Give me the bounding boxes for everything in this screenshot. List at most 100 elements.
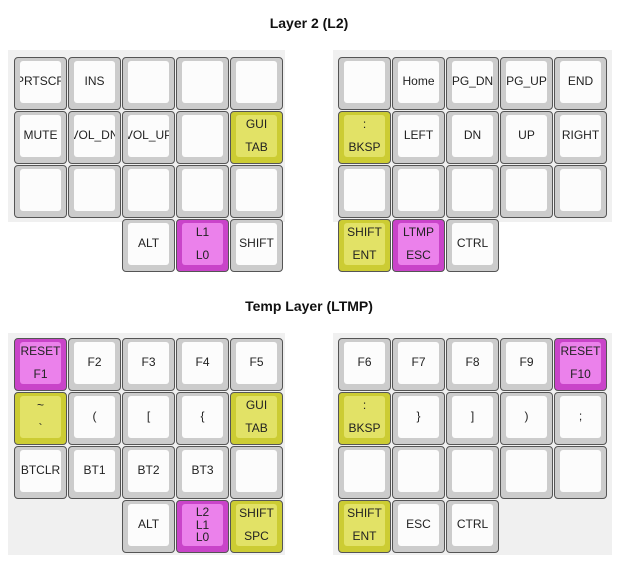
key-legend: SHIFT ENT bbox=[344, 504, 385, 546]
key-right-r2-c3: ] bbox=[446, 392, 499, 445]
key-right-r3-c1 bbox=[338, 165, 391, 218]
key-label: F5 bbox=[249, 355, 264, 370]
key-left-r1-c5 bbox=[230, 57, 283, 110]
key-label: PG_DN bbox=[452, 74, 493, 89]
key-right-r4-c2: ESC bbox=[392, 500, 445, 553]
key-label: CTRL bbox=[456, 236, 489, 251]
key-label: F9 bbox=[519, 355, 534, 370]
key-right-r3-c3 bbox=[446, 446, 499, 499]
key-right-r4-c1: SHIFT ENT bbox=[338, 500, 391, 553]
key-left-r3-c3 bbox=[122, 165, 175, 218]
key-left-r2-c4 bbox=[176, 111, 229, 164]
key-legend: F3 bbox=[128, 342, 169, 384]
key-right-r2-c5: ; bbox=[554, 392, 607, 445]
key-legend: :BKSP bbox=[344, 396, 385, 438]
key-label: ENT bbox=[352, 529, 377, 544]
key-legend bbox=[128, 169, 169, 211]
key-label: F3 bbox=[141, 355, 156, 370]
key-label: SHIFT bbox=[347, 506, 382, 520]
key-legend: Home bbox=[398, 61, 439, 103]
key-legend: BT1 bbox=[74, 450, 115, 492]
key-label: SHIFT bbox=[239, 236, 274, 251]
key-legend bbox=[236, 61, 277, 103]
key-label: INS bbox=[84, 74, 105, 89]
key-legend: } bbox=[398, 396, 439, 438]
key-left-r2-c3: VOL_UP bbox=[122, 111, 175, 164]
key-label: LEFT bbox=[403, 128, 434, 143]
key-legend bbox=[344, 61, 385, 103]
key-legend bbox=[74, 169, 115, 211]
key-label: DN bbox=[463, 128, 482, 143]
key-left-r3-c3: BT2 bbox=[122, 446, 175, 499]
key-label: F4 bbox=[195, 355, 210, 370]
key-label: F6 bbox=[357, 355, 372, 370]
key-legend: ~` bbox=[20, 396, 61, 438]
key-label: L0 bbox=[195, 248, 210, 263]
key-left-r3-c4: BT3 bbox=[176, 446, 229, 499]
key-legend bbox=[560, 450, 601, 492]
key-legend bbox=[452, 450, 493, 492]
key-left-r3-c1 bbox=[14, 165, 67, 218]
key-left-r3-c2: BT1 bbox=[68, 446, 121, 499]
key-right-r1-c1 bbox=[338, 57, 391, 110]
key-legend: ] bbox=[452, 396, 493, 438]
key-legend bbox=[398, 450, 439, 492]
key-legend: :BKSP bbox=[344, 115, 385, 157]
key-label: GUI bbox=[245, 117, 268, 131]
key-right-r1-c4: F9 bbox=[500, 338, 553, 391]
key-left-r1-c1: PRTSCR bbox=[14, 57, 67, 110]
key-legend: F9 bbox=[506, 342, 547, 384]
key-label: TAB bbox=[245, 140, 268, 155]
key-legend: [ bbox=[128, 396, 169, 438]
key-legend bbox=[20, 169, 61, 211]
key-left-r1-c3: F3 bbox=[122, 338, 175, 391]
key-legend: F4 bbox=[182, 342, 223, 384]
key-label: SHIFT bbox=[347, 225, 382, 239]
key-right-r2-c3: DN bbox=[446, 111, 499, 164]
key-label: ENT bbox=[352, 248, 377, 263]
key-legend: ALT bbox=[128, 223, 169, 265]
key-legend bbox=[344, 169, 385, 211]
key-left-r4-c3: ALT bbox=[122, 500, 175, 553]
key-label: Home bbox=[402, 74, 435, 89]
key-legend: PG_DN bbox=[452, 61, 493, 103]
key-label: RESET bbox=[560, 344, 601, 358]
key-label: F7 bbox=[411, 355, 426, 370]
key-label: L2 bbox=[195, 505, 210, 520]
key-right-r4-c3: CTRL bbox=[446, 500, 499, 553]
key-right-r1-c2: Home bbox=[392, 57, 445, 110]
key-label: : bbox=[362, 117, 367, 131]
key-right-r2-c2: } bbox=[392, 392, 445, 445]
key-legend: F7 bbox=[398, 342, 439, 384]
key-label: F2 bbox=[87, 355, 102, 370]
key-legend: VOL_UP bbox=[128, 115, 169, 157]
key-left-r2-c1: MUTE bbox=[14, 111, 67, 164]
key-right-r1-c3: PG_DN bbox=[446, 57, 499, 110]
key-legend: F6 bbox=[344, 342, 385, 384]
key-legend: UP bbox=[506, 115, 547, 157]
key-right-r2-c2: LEFT bbox=[392, 111, 445, 164]
key-label: BKSP bbox=[348, 421, 381, 436]
key-label: PRTSCR bbox=[20, 74, 61, 89]
key-legend: ( bbox=[74, 396, 115, 438]
key-left-r2-c5: GUI TAB bbox=[230, 111, 283, 164]
key-label: VOL_UP bbox=[128, 128, 169, 143]
key-left-r2-c3: [ bbox=[122, 392, 175, 445]
key-legend: INS bbox=[74, 61, 115, 103]
key-right-r1-c5: END bbox=[554, 57, 607, 110]
key-legend bbox=[506, 450, 547, 492]
key-label: ( bbox=[92, 409, 97, 424]
key-label: F8 bbox=[465, 355, 480, 370]
key-legend: CTRL bbox=[452, 504, 493, 546]
key-label: RIGHT bbox=[561, 128, 600, 143]
key-legend bbox=[182, 115, 223, 157]
key-legend: ) bbox=[506, 396, 547, 438]
key-right-r4-c1: SHIFT ENT bbox=[338, 219, 391, 272]
key-right-r2-c4: ) bbox=[500, 392, 553, 445]
